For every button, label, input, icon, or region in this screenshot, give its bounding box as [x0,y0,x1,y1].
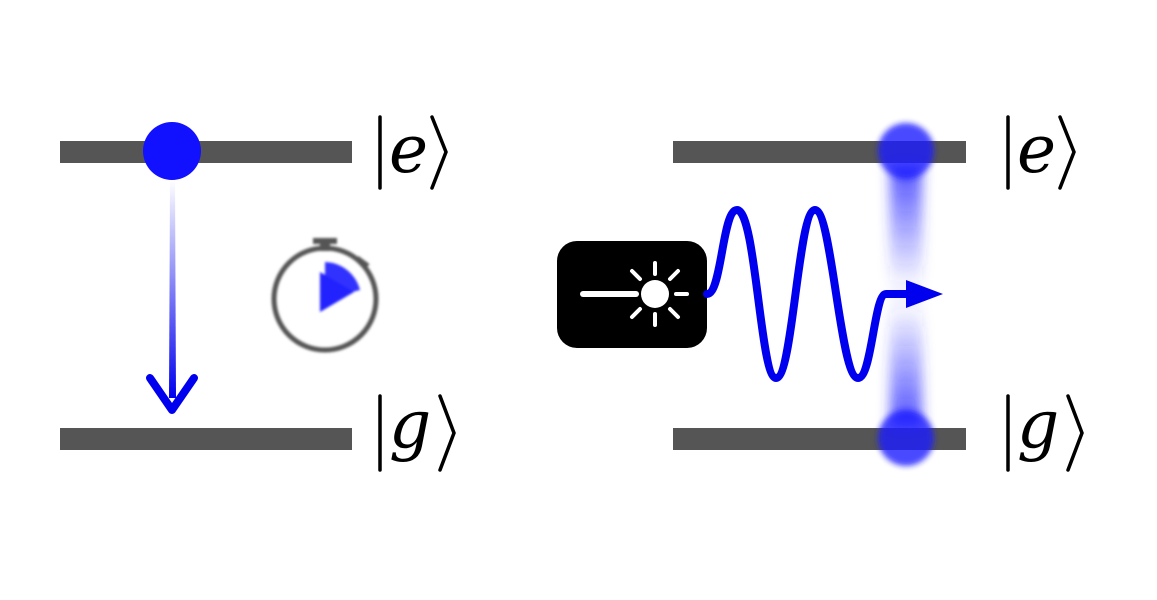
wavy-arrow-icon [703,206,943,382]
svg-text:e: e [1017,111,1056,188]
laser-icon [557,241,707,348]
svg-text:g: g [1017,386,1059,463]
ket-e-right: e [1006,111,1076,190]
arrow-down-icon [146,180,198,414]
ket-e-left: e [378,111,448,190]
ground-level-left [60,428,352,450]
left-panel: e g [60,111,456,472]
ket-g-right: g [1006,386,1084,472]
ket-g-left: g [378,386,456,472]
excited-atom-left [143,122,201,180]
right-panel: e g [557,111,1084,472]
svg-text:g: g [389,386,431,463]
svg-text:e: e [389,111,428,188]
stopwatch-icon [271,238,379,353]
excited-level-left [60,141,352,163]
